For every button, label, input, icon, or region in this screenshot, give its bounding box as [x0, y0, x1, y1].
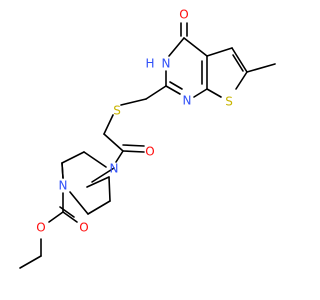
bond-pip-7 [87, 200, 111, 215]
atom-n-piperazine-top: N [110, 162, 119, 176]
bond-co-npip [115, 150, 124, 163]
bond-n1-c7a [193, 88, 208, 98]
atom-n-piperazine-bottom: N [59, 179, 68, 193]
bond-s7-c7a [206, 88, 222, 98]
bond-ch2-s [120, 98, 147, 106]
atom-h-nh: H [145, 57, 154, 71]
bond-c4-n3 [168, 37, 185, 57]
atom-o-amide: O [145, 145, 154, 159]
bond-c2-n1-b [169, 81, 183, 90]
bond-c6-s7 [235, 71, 248, 90]
bond-c5-c6 [231, 47, 248, 73]
bond-s-ch2 [103, 114, 114, 135]
atom-n-ring: N [183, 94, 192, 108]
atom-s-thiophene: S [225, 95, 233, 109]
bond-pip-2 [91, 167, 115, 183]
atom-s-linker: S [113, 104, 121, 118]
bond-c2-n1-a [165, 85, 181, 95]
bond-pip-8 [69, 191, 89, 215]
bond-pip-6 [108, 176, 111, 202]
bond-pip-3 [83, 151, 107, 168]
bond-carb-oester [48, 211, 64, 223]
bond-pip-9 [61, 162, 64, 179]
atom-n-h: N [162, 57, 171, 71]
atom-o-ester: O [36, 221, 45, 235]
bond-c6-methyl [246, 63, 276, 73]
bond-c2-ch2 [145, 85, 167, 100]
bond-c4a-c4 [183, 37, 208, 57]
bond-co-o-a [122, 150, 145, 153]
bond-ch2-co [103, 133, 124, 152]
bond-pip-4 [61, 151, 85, 164]
bond-co-o-b [122, 144, 145, 147]
bond-carb-o-b [59, 206, 75, 218]
bond-c5-c6-inner [232, 54, 244, 72]
bond-ch2-ch3 [19, 255, 42, 269]
atom-o-keto: O [179, 8, 188, 22]
bond-pip-1 [86, 176, 110, 188]
atom-o-carbonyl: O [79, 221, 88, 235]
bond-carb-o-a [62, 211, 78, 223]
bond-c4a-c5 [206, 47, 233, 57]
structure-diagram: O H N N S S O N N O O [19, 8, 276, 269]
molecule-canvas: O H N N S S O N N O O [19, 8, 276, 269]
